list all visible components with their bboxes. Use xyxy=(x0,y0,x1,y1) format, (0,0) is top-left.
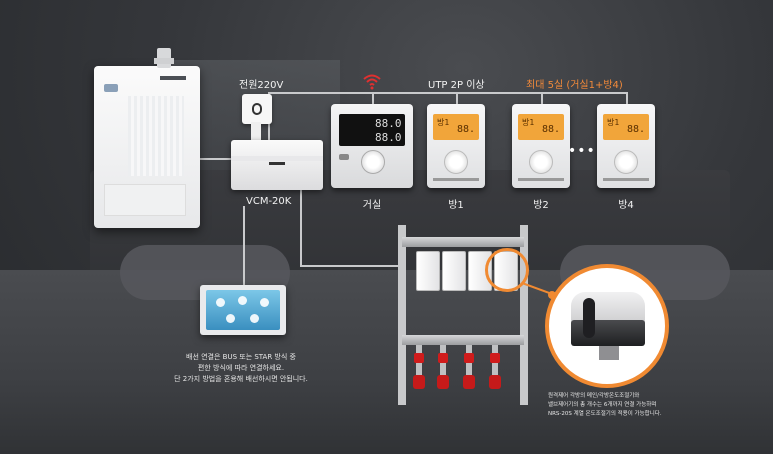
living-controller-screen: 88.0 88.0 xyxy=(339,114,405,146)
compat-note: 원격제어 각방의 메인/각방온도조절기와 밸브제어기의 총 개수는 6개까지 연… xyxy=(548,393,662,417)
wire-drop-living xyxy=(372,92,374,104)
vcm-label: VCM-20K xyxy=(246,196,292,207)
boiler-logo xyxy=(104,84,118,92)
valve-actuator xyxy=(442,251,466,291)
outlet-icon xyxy=(242,94,272,124)
wire-boiler-vcm xyxy=(200,158,232,160)
room4-label: 방4 xyxy=(618,200,634,211)
red-valve xyxy=(438,353,448,363)
wire-to-tablet xyxy=(243,206,245,286)
wifi-icon xyxy=(363,74,381,90)
boiler-front-grille xyxy=(128,96,184,176)
room2-label: 방2 xyxy=(533,200,549,211)
wiring-note: 배선 연결은 BUS 또는 STAR 방식 중 편한 방식에 따라 연결하세요.… xyxy=(174,353,308,383)
wire-bus-top xyxy=(268,92,628,94)
wire-vcm-down xyxy=(300,190,302,266)
red-valve xyxy=(414,353,424,363)
wire-drop-room4 xyxy=(626,92,628,104)
power-label: 전원220V xyxy=(239,80,284,91)
wire-drop-room1 xyxy=(456,92,458,104)
room2-knob xyxy=(529,150,553,174)
living-controller: 88.0 88.0 xyxy=(331,104,413,188)
boiler-spec-label xyxy=(104,184,186,216)
room1-knob xyxy=(444,150,468,174)
wire-drop-room2 xyxy=(541,92,543,104)
utp-label: UTP 2P 이상 xyxy=(428,80,485,91)
room4-knob xyxy=(614,150,638,174)
power-plug xyxy=(251,122,261,144)
vcm-controller xyxy=(231,140,323,190)
red-valve xyxy=(464,353,474,363)
valve-actuator xyxy=(416,251,440,291)
actuator-zoom-circle xyxy=(545,264,669,388)
boiler-vent-cap xyxy=(154,58,174,64)
highlight-ring xyxy=(485,248,529,292)
max-rooms-label: 최대 5실 (거실1+방4) xyxy=(526,80,623,91)
wire-to-manifold xyxy=(300,265,400,267)
boiler-brand-mark xyxy=(160,76,186,80)
boiler-unit xyxy=(94,48,200,228)
wallpad-tablet xyxy=(200,285,286,335)
red-valve xyxy=(490,353,500,363)
living-label: 거실 xyxy=(362,200,382,211)
living-controller-dial xyxy=(361,150,385,174)
room1-label: 방1 xyxy=(448,200,464,211)
